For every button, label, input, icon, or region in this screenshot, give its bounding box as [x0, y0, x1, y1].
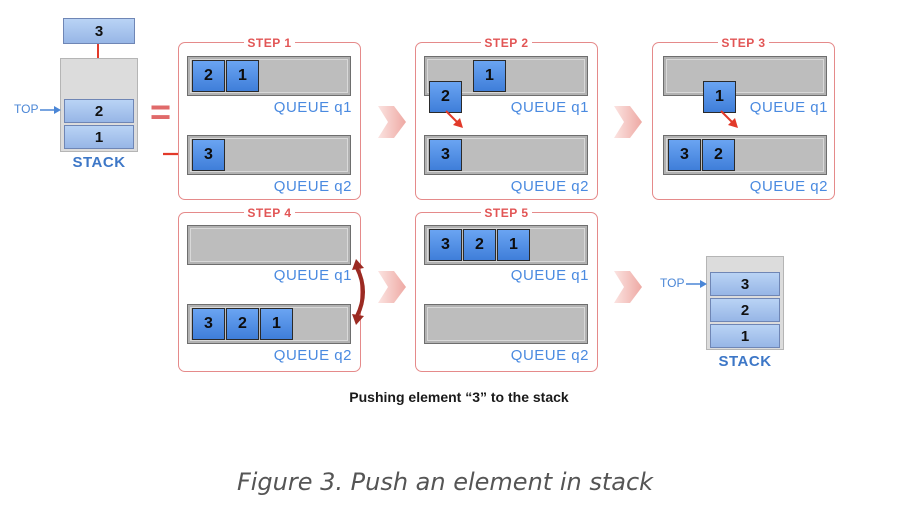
incoming-element: 3: [63, 18, 135, 44]
chevron-right-icon: [614, 106, 642, 138]
queue-cell: 2: [463, 229, 496, 261]
step-3-panel: STEP 3 1 QUEUE q1 3 2 QUEUE q2: [652, 36, 835, 200]
queue-q1-label: QUEUE q1: [273, 99, 352, 116]
move-arrow-icon: [720, 110, 738, 128]
queue-q2-label: QUEUE q2: [273, 178, 352, 195]
stack-label-right: STACK: [718, 353, 772, 370]
queue-cell: 1: [473, 60, 506, 92]
step-title: STEP 1: [244, 36, 295, 50]
step-1-panel: STEP 1 2 1 QUEUE q1 3 QUEUE q2: [178, 36, 361, 200]
queue-cell: 1: [226, 60, 259, 92]
queue-q2-label: QUEUE q2: [510, 347, 589, 364]
top-arrow-icon: [40, 106, 61, 114]
stack-cell: 3: [710, 272, 780, 296]
queue-q1-label: QUEUE q1: [749, 99, 828, 116]
queue-cell: 3: [192, 308, 225, 340]
queue-cell: 2: [702, 139, 735, 171]
chevron-right-icon: [378, 106, 406, 138]
step-4-panel: STEP 4 QUEUE q1 3 2 1 QUEUE q2: [178, 206, 361, 372]
top-pointer-label: TOP: [14, 102, 39, 116]
queue-q1: [663, 56, 827, 96]
queue-cell: 2: [192, 60, 225, 92]
queue-cell: 3: [192, 139, 225, 171]
stack-cell: 1: [64, 125, 134, 149]
queue-q2: 3 2: [663, 135, 827, 175]
queue-cell: 1: [260, 308, 293, 340]
queue-cell: 3: [429, 229, 462, 261]
queue-q1: [187, 225, 351, 265]
step-5-panel: STEP 5 3 2 1 QUEUE q1 QUEUE q2: [415, 206, 598, 372]
stack-container-left: 2 1: [60, 58, 138, 152]
diagram-caption: Pushing element “3” to the stack: [349, 389, 569, 405]
queue-q2: [424, 304, 588, 344]
dequeued-cell: 1: [703, 81, 736, 113]
stack-container-right: 3 2 1: [706, 256, 784, 350]
queue-q1: 2 1: [187, 56, 351, 96]
stack-label-left: STACK: [72, 154, 126, 171]
top-pointer-label: TOP: [660, 276, 685, 290]
step-title: STEP 5: [481, 206, 532, 220]
queue-cell: 3: [429, 139, 462, 171]
queue-q2-label: QUEUE q2: [749, 178, 828, 195]
stack-cell: 2: [64, 99, 134, 123]
queue-cell: 2: [226, 308, 259, 340]
move-arrow-icon: [445, 110, 463, 128]
queue-q2: 3: [187, 135, 351, 175]
figure-caption: Figure 3. Push an element in stack: [236, 468, 654, 496]
swap-arrow-icon: [352, 259, 365, 325]
queue-q2-label: QUEUE q2: [273, 347, 352, 364]
chevron-right-icon: [378, 271, 406, 303]
top-arrow-icon: [686, 280, 707, 288]
queue-q1: 3 2 1: [424, 225, 588, 265]
equals-sign: =: [150, 91, 172, 132]
queue-q2: 3 2 1: [187, 304, 351, 344]
step-title: STEP 4: [244, 206, 295, 220]
queue-q1-label: QUEUE q1: [510, 99, 589, 116]
step-title: STEP 2: [481, 36, 532, 50]
stack-cell: 1: [710, 324, 780, 348]
queue-cell: 1: [497, 229, 530, 261]
step-title: STEP 3: [718, 36, 769, 50]
queue-q1-label: QUEUE q1: [510, 267, 589, 284]
queue-q2: 3: [424, 135, 588, 175]
stack-cell: 2: [710, 298, 780, 322]
queue-cell: 3: [668, 139, 701, 171]
chevron-right-icon: [614, 271, 642, 303]
dequeued-cell: 2: [429, 81, 462, 113]
step-2-panel: STEP 2 1 2 QUEUE q1 3 QUEUE q2: [415, 36, 598, 200]
queue-q1-label: QUEUE q1: [273, 267, 352, 284]
queue-q2-label: QUEUE q2: [510, 178, 589, 195]
